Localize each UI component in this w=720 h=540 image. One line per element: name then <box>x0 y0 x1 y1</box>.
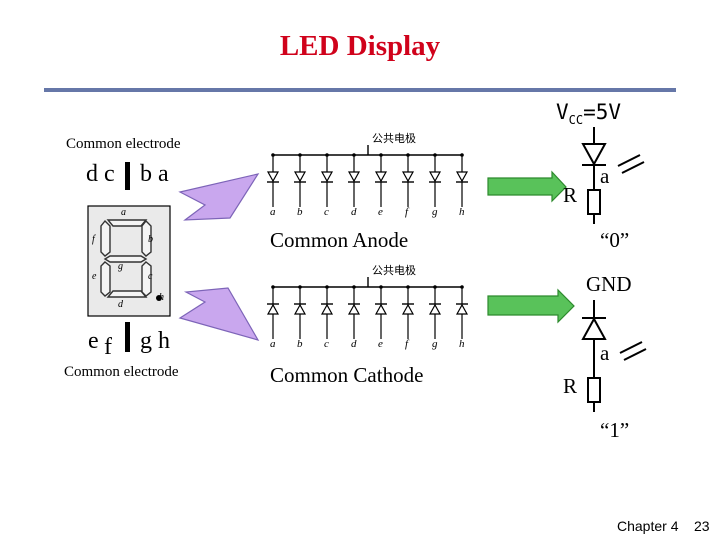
segment-a-shape <box>106 219 148 227</box>
diode-c <box>320 285 334 339</box>
pin-label-h: h <box>459 206 465 218</box>
diode-h <box>455 285 469 339</box>
title-divider <box>44 88 676 92</box>
top-common-electrode-label: Common electrode <box>66 136 181 152</box>
bottom-common-electrode-label: Common electrode <box>64 364 179 380</box>
pin-label-a: a <box>270 338 276 350</box>
slide-title: LED Display <box>279 30 441 62</box>
bottom-segment-a-label: a <box>600 341 610 365</box>
top-segment-a-label: a <box>600 164 610 188</box>
diode-b <box>293 153 307 207</box>
diode-h <box>455 153 469 207</box>
top-pins-ba: b a <box>140 161 169 187</box>
vcc-symbol: V <box>556 100 569 124</box>
diode-g <box>428 285 442 339</box>
pin-label-h: h <box>459 338 465 350</box>
chapter-label: Chapter 4 <box>617 518 679 534</box>
segment-label-h: h <box>159 292 164 303</box>
common-cathode-diode-array <box>266 277 469 339</box>
segment-b-shape <box>141 219 152 257</box>
vcc-subscript: CC <box>568 113 584 128</box>
output-one-label: “1” <box>600 418 630 442</box>
segment-e-shape <box>100 261 111 297</box>
vcc-label: VCC=5V <box>556 100 621 127</box>
top-pins-dc: d c <box>86 161 115 187</box>
segment-label-g: g <box>118 261 123 272</box>
pin-bar-bottom <box>125 322 130 352</box>
pin-label-f: f <box>405 206 409 218</box>
diode-g <box>428 153 442 207</box>
pin-bar-top <box>125 162 130 190</box>
pin-label-c: c <box>324 206 329 218</box>
cathode-drive-circuit <box>581 300 647 412</box>
pin-label-c: c <box>324 338 329 350</box>
bottom-pins-gh: g h <box>140 328 170 354</box>
segment-label-f: f <box>92 234 95 245</box>
cathode-common-caption: 公共电极 <box>372 264 416 277</box>
pin-label-e: e <box>378 206 383 218</box>
pin-label-b: b <box>297 206 303 218</box>
diode-d <box>347 285 361 339</box>
segment-d-shape <box>106 290 148 298</box>
diode-e <box>374 153 388 207</box>
arrow-cathode-to-circuit <box>487 288 575 324</box>
pin-label-g: g <box>432 206 438 218</box>
segment-label-e: e <box>92 271 97 282</box>
pin-label-g: g <box>432 338 438 350</box>
segment-label-a: a <box>121 207 126 218</box>
diode-a <box>266 153 280 207</box>
segment-h-dot <box>156 295 162 301</box>
segment-label-d: d <box>118 299 123 310</box>
pin-label-b: b <box>297 338 303 350</box>
segment-label-c: c <box>148 271 153 282</box>
page-number: 23 <box>694 518 710 534</box>
pin-label-d: d <box>351 206 357 218</box>
seven-segment-display <box>87 205 171 317</box>
bottom-resistor-label: R <box>563 374 578 398</box>
diode-e <box>374 285 388 339</box>
output-zero-label: “0” <box>600 228 630 252</box>
diode-f <box>401 153 415 207</box>
pin-label-f: f <box>405 338 409 350</box>
bottom-pin-e: e <box>88 328 99 354</box>
arrow-anode-to-circuit <box>487 170 567 203</box>
pin-label-d: d <box>351 338 357 350</box>
common-cathode-label: Common Cathode <box>270 363 424 387</box>
common-anode-diode-array <box>266 145 469 207</box>
arrow-to-anode <box>178 173 260 221</box>
segment-g-shape <box>103 255 148 263</box>
diode-f <box>401 285 415 339</box>
pin-label-a: a <box>270 206 276 218</box>
arrow-to-cathode <box>178 287 260 341</box>
diode-c <box>320 153 334 207</box>
vcc-value: =5V <box>583 100 622 124</box>
diode-b <box>293 285 307 339</box>
gnd-label: GND <box>586 272 632 296</box>
pin-label-e: e <box>378 338 383 350</box>
common-anode-label: Common Anode <box>270 228 409 252</box>
anode-common-caption: 公共电极 <box>372 132 416 145</box>
top-resistor-label: R <box>563 183 578 207</box>
diode-a <box>266 285 280 339</box>
diode-d <box>347 153 361 207</box>
anode-drive-circuit <box>581 127 645 224</box>
segment-label-b: b <box>148 234 153 245</box>
segment-f-shape <box>100 219 111 257</box>
bottom-pin-f: f <box>104 334 112 360</box>
